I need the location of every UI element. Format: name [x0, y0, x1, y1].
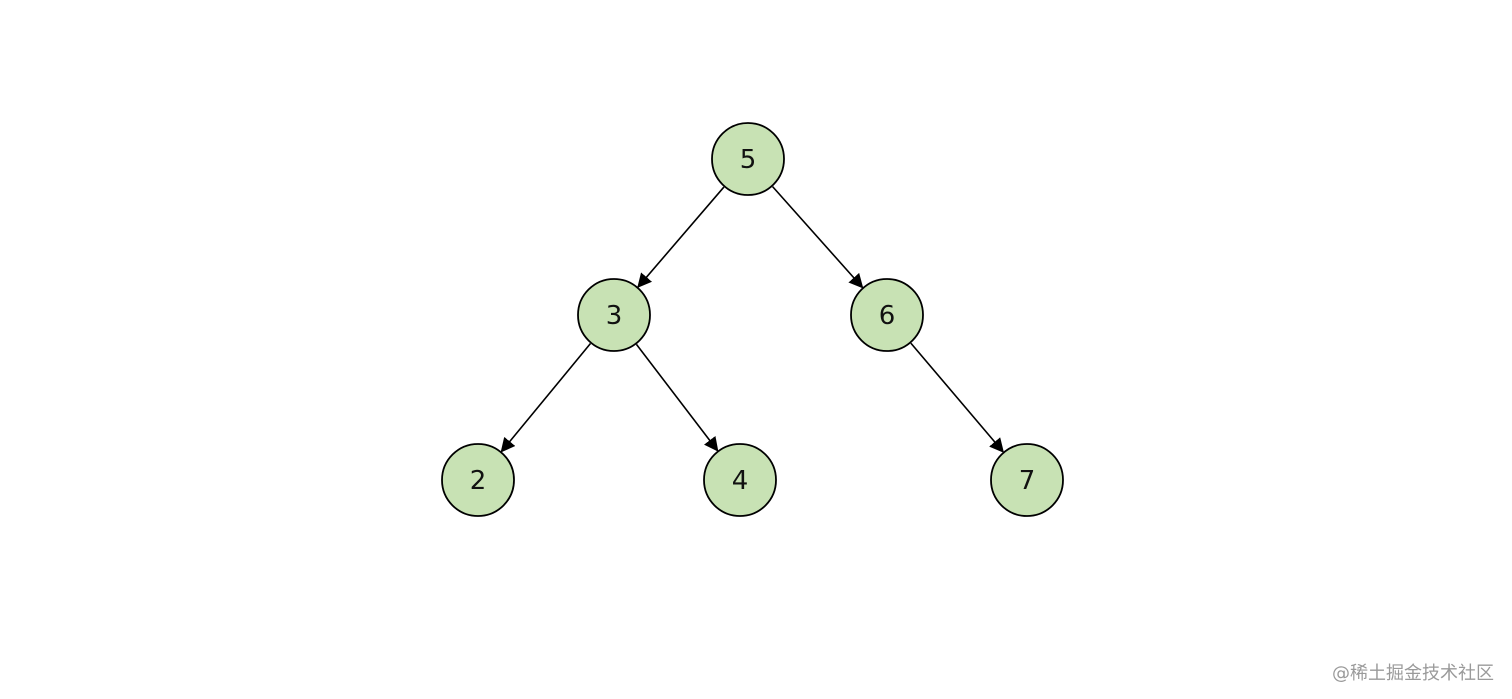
edge-n5-n3 — [637, 186, 725, 289]
node-label: 6 — [879, 301, 896, 331]
node-circle — [441, 443, 515, 517]
node-circle — [711, 122, 785, 196]
tree-node-4: 4 — [703, 443, 777, 517]
node-label: 2 — [470, 466, 487, 496]
edges-layer — [500, 186, 1004, 453]
edge-n6-n7 — [910, 342, 1004, 453]
tree-node-2: 2 — [441, 443, 515, 517]
tree-node-5: 5 — [711, 122, 785, 196]
tree-node-3: 3 — [577, 278, 651, 352]
watermark-text: @稀土掘金技术社区 — [1332, 663, 1494, 684]
node-label: 3 — [606, 301, 623, 331]
nodes-layer: 5 3 6 2 4 7 — [441, 122, 1064, 517]
edge-line — [635, 343, 719, 452]
node-label: 5 — [740, 145, 757, 175]
edge-n3-n2 — [500, 343, 592, 453]
edge-n5-n6 — [772, 186, 864, 289]
edge-line — [910, 342, 1004, 453]
node-circle — [850, 278, 924, 352]
edge-line — [637, 186, 725, 289]
tree-node-6: 6 — [850, 278, 924, 352]
node-circle — [577, 278, 651, 352]
node-label: 4 — [732, 466, 749, 496]
edge-line — [500, 343, 592, 453]
node-circle — [703, 443, 777, 517]
tree-node-7: 7 — [990, 443, 1064, 517]
node-circle — [990, 443, 1064, 517]
edge-line — [772, 186, 864, 289]
edge-n3-n4 — [635, 343, 719, 452]
node-label: 7 — [1019, 466, 1036, 496]
